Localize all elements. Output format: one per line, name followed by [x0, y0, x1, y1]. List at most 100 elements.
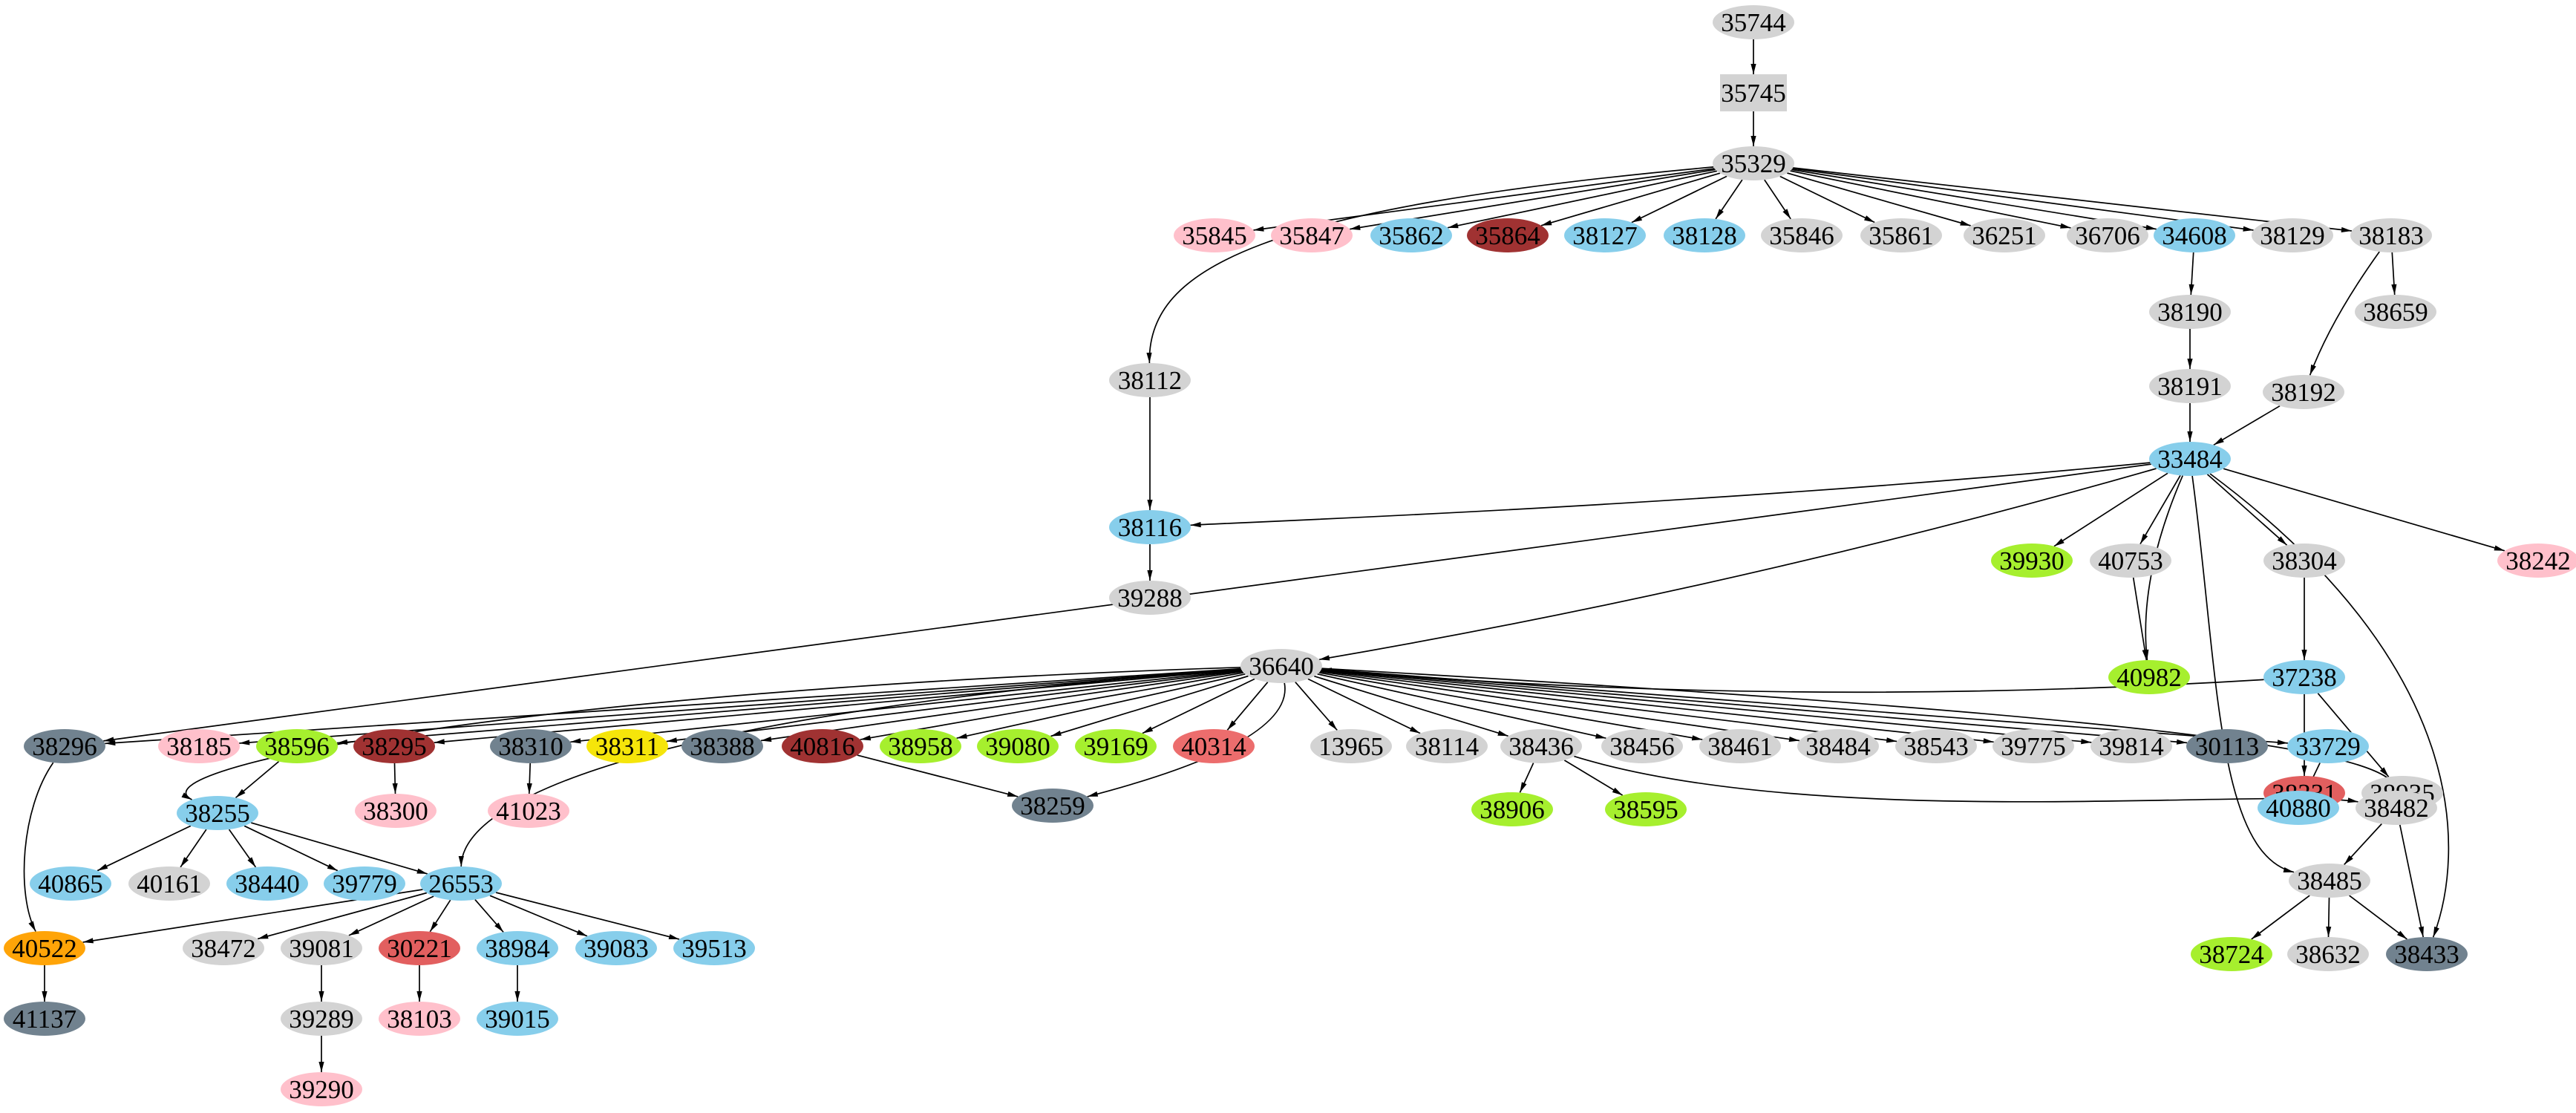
node-38456: 38456 — [1601, 729, 1683, 763]
edge-35329-38183 — [1793, 167, 2352, 232]
node-38295-ellipse — [353, 729, 435, 763]
node-40522: 40522 — [4, 931, 85, 965]
edge-36640-40816 — [860, 672, 1244, 741]
node-33729: 33729 — [2287, 729, 2369, 763]
node-40522-ellipse — [4, 931, 85, 965]
node-39081: 39081 — [281, 931, 362, 965]
edge-35329-38112 — [1146, 166, 1714, 364]
node-35745: 35745 — [1720, 74, 1787, 111]
node-39290: 39290 — [281, 1072, 362, 1106]
node-38192: 38192 — [2263, 375, 2344, 409]
node-40816: 40816 — [782, 729, 863, 763]
node-38596: 38596 — [256, 729, 338, 763]
node-38304-ellipse — [2263, 544, 2345, 578]
node-38128: 38128 — [1664, 218, 1745, 252]
node-40880-label: 40880 — [2266, 794, 2331, 823]
edge-38255-38440 — [228, 829, 257, 868]
edge-36640-39814 — [1321, 669, 2092, 745]
edge-38485-38724 — [2251, 895, 2310, 940]
node-38300: 38300 — [355, 794, 437, 828]
node-38300-ellipse — [355, 794, 437, 828]
edge-33484-36640 — [1318, 468, 2157, 661]
node-38484: 38484 — [1797, 729, 1879, 763]
node-38595: 38595 — [1605, 792, 1687, 826]
node-35845: 35845 — [1174, 218, 1255, 252]
edge-26553-39513 — [495, 892, 680, 940]
node-38128-label: 38128 — [1672, 221, 1737, 250]
node-40816-label: 40816 — [790, 732, 855, 761]
node-38103: 38103 — [379, 1002, 460, 1036]
node-35845-label: 35845 — [1182, 221, 1247, 250]
node-38456-label: 38456 — [1609, 732, 1675, 761]
node-30113: 30113 — [2186, 729, 2268, 763]
node-38436: 38436 — [1500, 729, 1582, 763]
edge-26553-38984 — [474, 899, 504, 933]
node-39814-ellipse — [2090, 729, 2172, 763]
node-38440-label: 38440 — [235, 869, 300, 898]
node-39169-ellipse — [1075, 729, 1157, 763]
edge-35329-36251 — [1787, 172, 1971, 226]
node-36706-label: 36706 — [2075, 221, 2140, 250]
node-40161-label: 40161 — [137, 869, 202, 898]
node-38127-label: 38127 — [1572, 221, 1638, 250]
node-38116-label: 38116 — [1118, 513, 1182, 542]
node-38183-ellipse — [2350, 218, 2432, 252]
node-40982-ellipse — [2108, 660, 2190, 694]
node-38255: 38255 — [177, 796, 258, 830]
node-30221: 30221 — [379, 931, 460, 965]
edge-38116-39288 — [1147, 544, 1153, 581]
node-38311-ellipse — [586, 729, 668, 763]
node-38632-ellipse — [2287, 937, 2369, 971]
node-35744: 35744 — [1713, 5, 1794, 39]
node-38659: 38659 — [2355, 295, 2436, 329]
node-38482: 38482 — [2356, 791, 2437, 825]
node-38112: 38112 — [1109, 363, 1191, 397]
node-38190-label: 38190 — [2157, 298, 2223, 327]
node-38433-ellipse — [2386, 937, 2468, 971]
edge-35329-38127 — [1631, 175, 1727, 223]
edge-38436-38906 — [1519, 763, 1534, 793]
edge-36640-38114 — [1307, 678, 1421, 734]
node-38185-ellipse — [158, 729, 240, 763]
node-35847: 35847 — [1271, 218, 1353, 252]
edge-38255-39779 — [243, 825, 339, 872]
edge-39289-39290 — [318, 1036, 324, 1072]
node-41023-label: 41023 — [496, 797, 561, 826]
node-40753-ellipse — [2090, 544, 2171, 578]
node-30113-ellipse — [2186, 729, 2268, 763]
node-39779-ellipse — [324, 866, 405, 901]
node-38724: 38724 — [2191, 937, 2272, 971]
node-35847-ellipse — [1271, 218, 1353, 252]
node-39775-label: 39775 — [2001, 732, 2066, 761]
edge-33484-38116 — [1190, 462, 2151, 528]
node-35745-box — [1720, 74, 1787, 111]
node-38191-ellipse — [2149, 369, 2231, 403]
edge-36640-38484 — [1319, 670, 1800, 742]
node-40314-ellipse — [1173, 729, 1255, 763]
edge-36640-38543 — [1320, 670, 1897, 743]
node-35864-ellipse — [1467, 218, 1549, 252]
node-38310-label: 38310 — [498, 732, 563, 761]
edge-38255-40865 — [97, 825, 192, 872]
node-38242-label: 38242 — [2505, 546, 2571, 575]
node-40161: 40161 — [128, 866, 210, 901]
node-38311: 38311 — [586, 729, 668, 763]
node-38595-label: 38595 — [1613, 795, 1678, 824]
edge-40522-41137 — [42, 965, 48, 1002]
edge-36640-26553 — [458, 668, 1241, 867]
node-38436-ellipse — [1500, 729, 1582, 763]
node-38191: 38191 — [2149, 369, 2231, 403]
node-38436-label: 38436 — [1508, 732, 1574, 761]
edge-36640-38456 — [1317, 673, 1606, 740]
edge-38984-39015 — [514, 965, 520, 1002]
node-35329: 35329 — [1713, 146, 1794, 180]
node-35329-ellipse — [1713, 146, 1794, 180]
edge-36640-38461 — [1318, 672, 1703, 741]
node-38103-label: 38103 — [387, 1005, 452, 1034]
node-38127: 38127 — [1564, 218, 1646, 252]
node-39775-ellipse — [1993, 729, 2074, 763]
node-39083: 39083 — [575, 931, 657, 965]
node-37238: 37238 — [2263, 660, 2345, 694]
